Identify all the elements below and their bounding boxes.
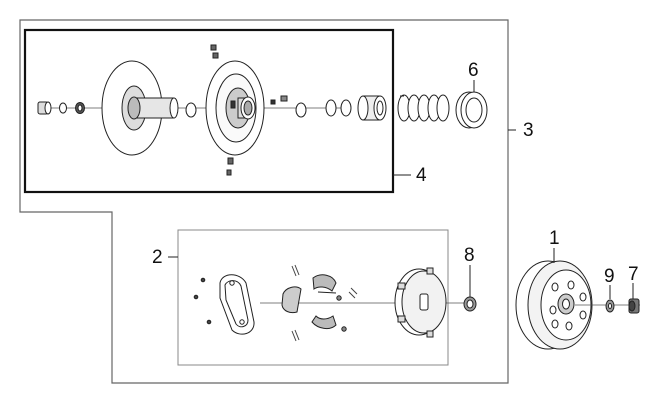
- clutch-shoe-part: [281, 286, 302, 314]
- assembly-4-box: [23, 28, 395, 194]
- torque-spring-part: [397, 94, 450, 122]
- washer-9-part: [605, 299, 615, 313]
- bolt-part: [200, 277, 206, 283]
- washer-part: [59, 102, 67, 114]
- clutch-shoe-part: [312, 274, 337, 294]
- pin-part: [280, 95, 288, 102]
- pin-part: [270, 99, 276, 105]
- callout-8: 8: [464, 245, 475, 266]
- pin-part: [336, 295, 342, 301]
- callout-4: 4: [416, 165, 427, 186]
- seal-part: [325, 99, 337, 117]
- nut-part: [37, 101, 52, 115]
- drive-plate-part: [394, 267, 447, 338]
- callout-6: 6: [468, 60, 479, 81]
- nut-7-part: [628, 298, 640, 314]
- shoe-spring-part: [291, 264, 300, 277]
- callout-3: 3: [523, 120, 534, 141]
- pin-part: [226, 169, 232, 176]
- callout-2: 2: [152, 247, 163, 268]
- group-4-parts: [37, 44, 488, 176]
- collar-part: [357, 95, 387, 121]
- bolt-part: [206, 319, 212, 325]
- seal-part: [295, 102, 307, 118]
- leader-lines: [168, 80, 634, 299]
- seal-part: [340, 99, 352, 117]
- pin-part: [212, 52, 219, 59]
- assembly-2-box: [177, 229, 449, 366]
- clutch-bell-part: [515, 260, 593, 350]
- pin-part: [227, 157, 234, 165]
- callout-9: 9: [604, 266, 615, 287]
- movable-sheave-part: [205, 60, 265, 156]
- spring-seat-part: [455, 91, 488, 129]
- washer-part: [75, 102, 85, 114]
- shoe-spring-part: [348, 287, 358, 299]
- callout-1: 1: [549, 228, 560, 249]
- group-2-parts: [193, 264, 477, 342]
- o-ring-part: [185, 102, 197, 118]
- shoe-spring-part: [291, 329, 300, 342]
- assembly-3-outline: [19, 19, 509, 384]
- washer-8-part: [463, 296, 477, 312]
- fixed-sheave-part: [101, 60, 179, 156]
- clutch-plate-part: [219, 274, 255, 335]
- bolt-part: [193, 294, 199, 300]
- pin-part: [210, 44, 217, 51]
- callout-7: 7: [628, 264, 639, 285]
- pin-part: [341, 326, 347, 332]
- clutch-shoe-part: [311, 315, 337, 330]
